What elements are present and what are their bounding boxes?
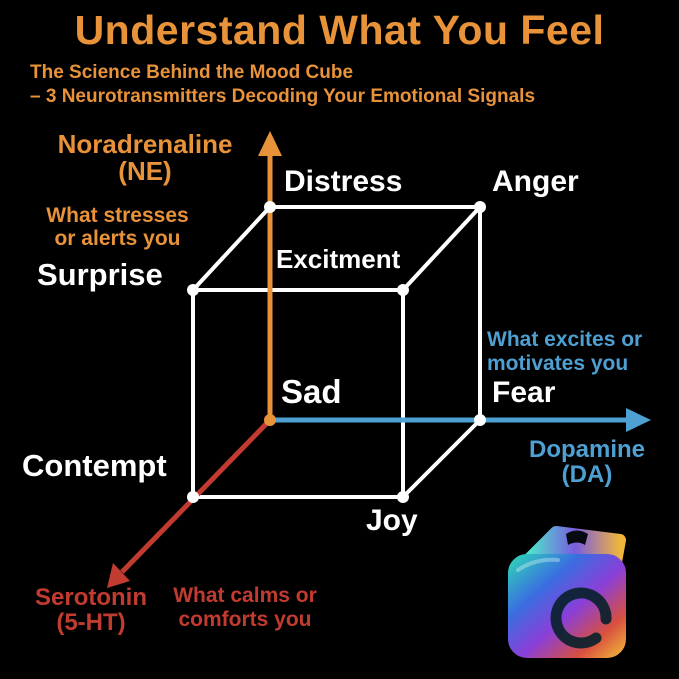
dopamine-desc-line1: What excites or	[487, 328, 643, 351]
subtitle: The Science Behind the Mood Cube – 3 Neu…	[30, 61, 535, 109]
axis-desc-serotonin: What calms or comforts you	[160, 584, 330, 632]
cube-top-notch	[566, 530, 588, 545]
serotonin-axis	[107, 418, 272, 588]
dopamine-name: Dopamine	[528, 436, 645, 463]
dopamine-desc-line2: motivates you	[487, 352, 629, 375]
axis-label-dopamine: Dopamine (DA)	[512, 437, 662, 487]
dopamine-arrowhead	[626, 408, 651, 432]
noradrenaline-axis	[258, 131, 282, 420]
axis-desc-noradrenaline: What stresses or alerts you	[40, 204, 195, 250]
subtitle-line2: – 3 Neurotransmitters Decoding Your Emot…	[30, 86, 536, 107]
emotion-label-surprise: Surprise	[37, 257, 163, 292]
mood-cube-image	[508, 526, 626, 658]
noradrenaline-arrowhead	[258, 131, 282, 156]
emotion-label-contempt: Contempt	[22, 448, 167, 483]
emotion-label-fear: Fear	[492, 376, 556, 409]
subtitle-line1: The Science Behind the Mood Cube	[30, 62, 354, 83]
emotion-label-excitement: Excitment	[276, 244, 401, 274]
page-title: Understand What You Feel	[74, 7, 605, 53]
noradrenaline-desc-line1: What stresses	[46, 204, 189, 227]
cube-highlight	[516, 557, 560, 572]
emotion-label-sad: Sad	[281, 373, 342, 410]
emotion-label-distress: Distress	[284, 165, 403, 198]
noradrenaline-name: Noradrenaline	[57, 129, 233, 159]
axis-label-noradrenaline: Noradrenaline (NE)	[30, 131, 260, 185]
emotion-label-joy: Joy	[366, 504, 418, 537]
axis-desc-dopamine: What excites or motivates you	[487, 328, 642, 376]
emotion-label-anger: Anger	[492, 165, 579, 198]
dopamine-axis	[270, 408, 651, 432]
cube-front-face	[508, 554, 626, 658]
cube-vertices	[187, 201, 486, 503]
axis-label-serotonin: Serotonin (5-HT)	[16, 585, 166, 635]
cube-wireframe	[191, 205, 482, 499]
serotonin-desc-line1: What calms or	[173, 584, 317, 607]
cube-ring	[550, 587, 612, 649]
serotonin-name: Serotonin	[35, 584, 147, 611]
serotonin-arrowhead	[107, 563, 130, 588]
noradrenaline-desc-line2: or alerts you	[54, 227, 181, 250]
dopamine-abbr: (DA)	[561, 461, 613, 488]
noradrenaline-abbr: (NE)	[118, 156, 172, 186]
serotonin-desc-line2: comforts you	[178, 608, 312, 631]
origin-vertex	[264, 414, 276, 426]
serotonin-abbr: (5-HT)	[56, 609, 126, 636]
